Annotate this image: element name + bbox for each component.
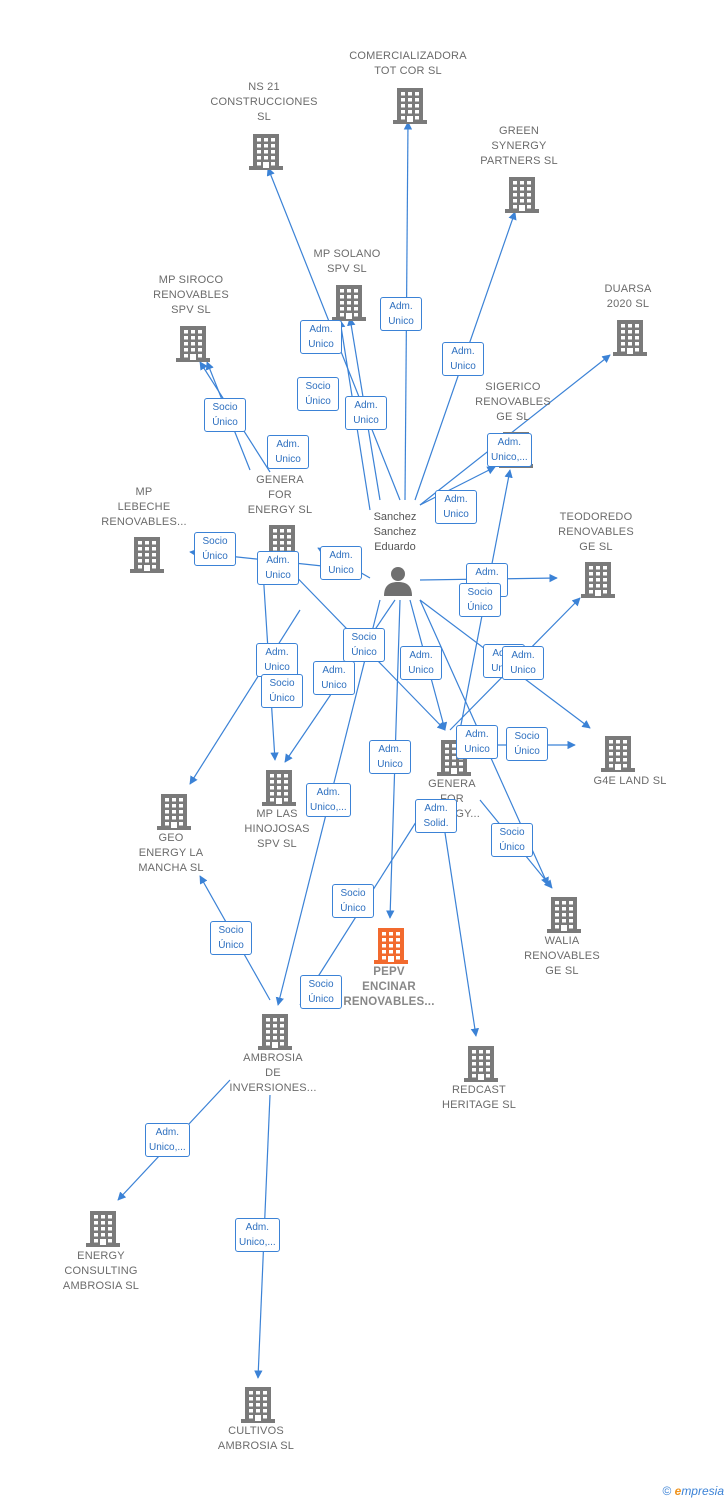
company-label-redcast[interactable]: REDCAST HERITAGE SL (441, 1084, 517, 1111)
person-icon (384, 567, 412, 596)
relation-label: Socio Único (506, 727, 548, 761)
company-label-sigerico[interactable]: SIGERICO RENOVABLES GE SL (475, 381, 551, 423)
brand-logo-e: e (674, 1484, 682, 1498)
edge-27 (439, 799, 480, 1037)
copyright-symbol: © (662, 1484, 672, 1498)
company-label-comercializadora[interactable]: COMERCIALIZADORA TOT COR SL (349, 50, 467, 77)
footer-brand: © empresia (662, 1484, 724, 1498)
relation-label: Adm. Unico (435, 490, 477, 524)
building-icon[interactable] (547, 895, 581, 933)
relation-label: Socio Único (491, 823, 533, 857)
building-icon[interactable] (374, 926, 408, 964)
building-icon[interactable] (613, 318, 647, 356)
relation-label: Adm. Unico (456, 725, 498, 759)
relation-label: Adm. Unico (369, 740, 411, 774)
relation-label: Socio Único (332, 884, 374, 918)
building-icon[interactable] (130, 535, 164, 573)
edge-7 (419, 466, 496, 506)
relation-label: Adm. Unico,... (487, 433, 532, 467)
relation-label: Adm. Unico (502, 646, 544, 680)
building-icon[interactable] (332, 283, 366, 321)
company-label-green[interactable]: GREEN SYNERGY PARTNERS SL (480, 125, 558, 167)
building-icon[interactable] (601, 734, 635, 772)
relation-label: Socio Único (194, 532, 236, 566)
company-label-pepv[interactable]: PEPV ENCINAR RENOVABLES... (343, 966, 435, 1008)
person-node[interactable] (381, 564, 415, 598)
edge-6 (419, 354, 611, 506)
building-icon[interactable] (505, 175, 539, 213)
relation-label: Adm. Unico (345, 396, 387, 430)
company-label-cultivos[interactable]: CULTIVOS AMBROSIA SL (217, 1425, 295, 1452)
relation-label: Adm. Unico,... (235, 1218, 280, 1252)
company-label-ns21[interactable]: NS 21 CONSTRUCCIONES SL (210, 81, 318, 123)
relation-label: Adm. Unico (256, 643, 298, 677)
relation-label: Adm. Unico (267, 435, 309, 469)
company-label-g4e[interactable]: G4E LAND SL (593, 775, 667, 787)
person-label: Sanchez Sanchez Eduardo (373, 511, 417, 553)
building-icon[interactable] (258, 1012, 292, 1050)
building-icon[interactable] (176, 324, 210, 362)
relation-label: Adm. Unico (313, 661, 355, 695)
company-label-mpsiroco[interactable]: MP SIROCO RENOVABLES SPV SL (153, 274, 229, 316)
relation-label: Adm. Unico,... (145, 1123, 190, 1157)
relation-label: Adm. Unico (257, 551, 299, 585)
edge-19 (189, 609, 301, 785)
relation-label: Socio Único (204, 398, 246, 432)
company-label-geo[interactable]: GEO ENERGY LA MANCHA SL (138, 832, 204, 874)
relation-label: Adm. Unico (380, 297, 422, 331)
company-label-energyc[interactable]: ENERGY CONSULTING AMBROSIA SL (62, 1250, 140, 1292)
company-label-walia[interactable]: WALIA RENOVABLES GE SL (524, 935, 600, 977)
building-icon[interactable] (393, 86, 427, 124)
relation-label: Adm. Unico (400, 646, 442, 680)
relation-label: Adm. Unico,... (306, 783, 351, 817)
company-label-generafor[interactable]: GENERA FOR ENERGY SL (247, 474, 313, 516)
company-label-ambrosia[interactable]: AMBROSIA DE INVERSIONES... (229, 1052, 317, 1094)
relation-label: Socio Único (261, 674, 303, 708)
building-icon[interactable] (249, 132, 283, 170)
relation-label: Adm. Unico (442, 342, 484, 376)
relation-label: Adm. Solid. (415, 799, 457, 833)
building-icon[interactable] (581, 560, 615, 598)
relation-label: Socio Único (343, 628, 385, 662)
building-icon[interactable] (464, 1044, 498, 1082)
company-label-mplas[interactable]: MP LAS HINOJOSAS SPV SL (244, 808, 310, 850)
relation-label: Socio Único (297, 377, 339, 411)
relation-label: Socio Único (300, 975, 342, 1009)
company-label-mpsolano[interactable]: MP SOLANO SPV SL (313, 248, 381, 275)
building-icon[interactable] (86, 1209, 120, 1247)
building-icon[interactable] (157, 792, 191, 830)
company-label-mplebeche[interactable]: MP LEBECHE RENOVABLES... (101, 486, 187, 528)
company-label-duarsa[interactable]: DUARSA 2020 SL (604, 283, 652, 310)
building-icon[interactable] (241, 1385, 275, 1423)
brand-logo-text: mpresia (681, 1484, 724, 1498)
building-icon[interactable] (262, 768, 296, 806)
relation-label: Adm. Unico (300, 320, 342, 354)
relation-label: Socio Único (459, 583, 501, 617)
relation-label: Adm. Unico (320, 546, 362, 580)
company-label-teodoredo[interactable]: TEODOREDO RENOVABLES GE SL (558, 511, 634, 553)
relation-label: Socio Único (210, 921, 252, 955)
